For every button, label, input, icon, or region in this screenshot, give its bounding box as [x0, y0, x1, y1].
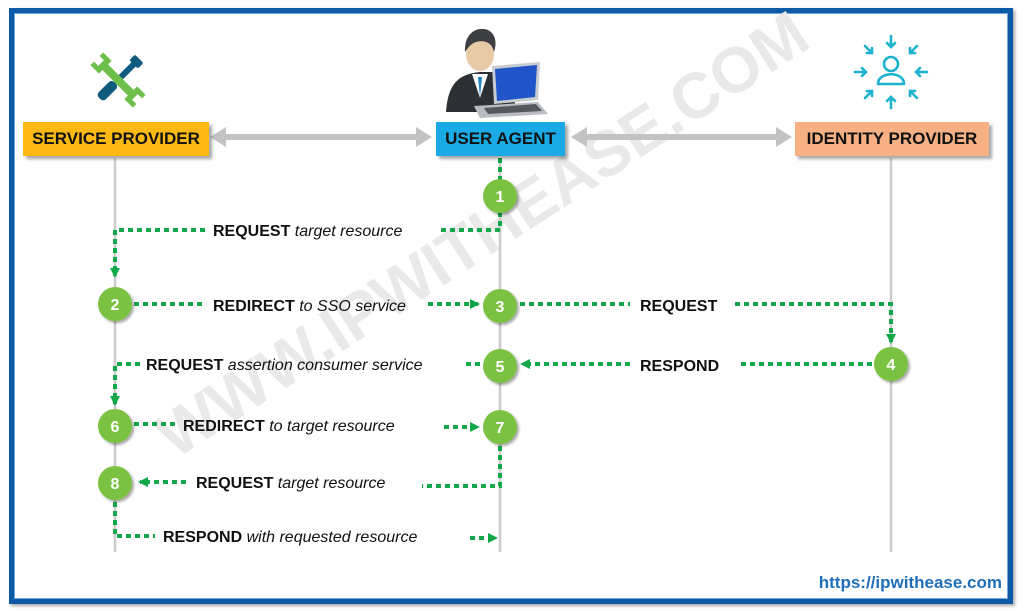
step-2-number: 2	[111, 297, 120, 314]
service-provider-label: SERVICE PROVIDER	[32, 129, 200, 148]
step-1-number: 1	[496, 189, 505, 206]
step-6-number: 6	[111, 419, 120, 436]
identity-user-icon	[853, 34, 929, 110]
message-6-label: REDIRECT to target resource	[183, 418, 395, 435]
step-5: 5	[483, 349, 517, 383]
step-3: 3	[483, 289, 517, 323]
message-2-verb: REDIRECT	[213, 298, 295, 315]
header-arrow-ua-idp	[571, 127, 792, 147]
message-1-detail: target resource	[295, 223, 403, 240]
header-arrow-sp-ua	[210, 127, 432, 147]
message-8-detail: with requested resource	[247, 529, 418, 546]
message-7-detail: target resource	[278, 475, 386, 492]
message-6-detail: to target resource	[269, 418, 395, 435]
message-2-detail: to SSO service	[299, 298, 406, 315]
message-5-label: REQUEST assertion consumer service	[146, 357, 423, 374]
user-agent-box: USER AGENT	[436, 122, 565, 156]
message-8-verb: RESPOND	[163, 529, 242, 546]
flow-3-to-4-right	[735, 302, 896, 344]
tools-icon	[90, 52, 146, 108]
message-5-detail: assertion consumer service	[228, 357, 423, 374]
step-7: 7	[483, 410, 517, 444]
step-8-number: 8	[111, 476, 120, 493]
flow-7-to-8-right	[422, 446, 502, 488]
step-6: 6	[98, 409, 132, 443]
footer-url[interactable]: https://ipwithease.com	[818, 573, 1002, 592]
message-6-verb: REDIRECT	[183, 418, 265, 435]
step-3-number: 3	[496, 299, 505, 316]
step-7-number: 7	[496, 420, 505, 437]
message-4-verb: RESPOND	[640, 358, 719, 375]
message-1-verb: REQUEST	[213, 223, 291, 240]
step-2: 2	[98, 287, 132, 321]
message-5-verb: REQUEST	[146, 357, 224, 374]
user-agent-label: USER AGENT	[445, 129, 556, 148]
step-5-number: 5	[496, 359, 505, 376]
flow-5-to-6-left	[110, 362, 140, 406]
flow-1-to-2-left	[110, 228, 205, 278]
step-4: 4	[874, 347, 908, 381]
message-7-verb: REQUEST	[196, 475, 274, 492]
step-4-number: 4	[887, 357, 896, 374]
message-4-label: RESPOND	[640, 358, 719, 375]
step-8: 8	[98, 466, 132, 500]
message-3-verb: REQUEST	[640, 298, 718, 315]
identity-provider-label: IDENTITY PROVIDER	[806, 129, 978, 148]
flow-1-to-2-right	[440, 212, 502, 232]
message-3-label: REQUEST	[640, 298, 718, 315]
message-2-label: REDIRECT to SSO service	[213, 298, 406, 315]
step-1: 1	[483, 179, 517, 213]
identity-provider-box: IDENTITY PROVIDER	[795, 122, 989, 156]
service-provider-box: SERVICE PROVIDER	[23, 122, 209, 156]
flow-8-to-ua-left	[113, 502, 155, 538]
message-1-label: REQUEST target resource	[213, 223, 403, 240]
user-laptop-icon	[446, 28, 548, 118]
message-7-label: REQUEST target resource	[196, 475, 386, 492]
message-8-label: RESPOND with requested resource	[163, 529, 417, 546]
